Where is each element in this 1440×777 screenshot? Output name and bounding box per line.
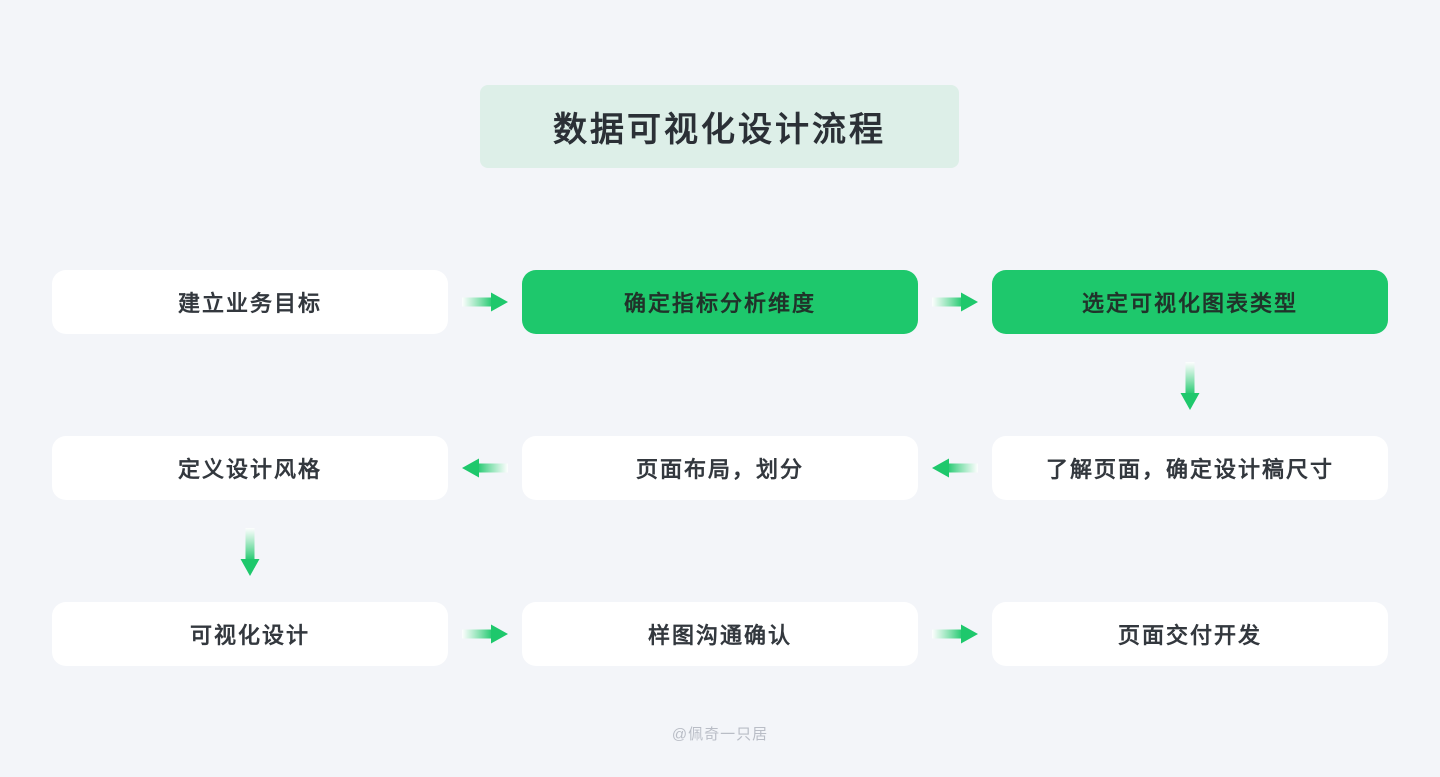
arrow-left-icon: [462, 458, 508, 478]
flow-node-label: 样图沟通确认: [647, 623, 792, 648]
flow-node-label: 建立业务目标: [177, 291, 322, 316]
flow-node-label: 了解页面，确定设计稿尺寸: [1045, 457, 1334, 482]
flow-node-label: 页面交付开发: [1117, 623, 1262, 648]
page-title: 数据可视化设计流程: [480, 85, 959, 168]
flow-node-label: 定义设计风格: [177, 457, 322, 482]
flow-node-page-layout-division: 页面布局，划分: [522, 436, 918, 500]
flow-node-handoff-to-dev: 页面交付开发: [992, 602, 1388, 666]
flow-node-establish-business-goal: 建立业务目标: [52, 270, 448, 334]
flow-node-define-design-style: 定义设计风格: [52, 436, 448, 500]
flow-node-sample-confirmation: 样图沟通确认: [522, 602, 918, 666]
flow-node-define-metric-dimensions: 确定指标分析维度: [522, 270, 918, 334]
arrow-right-icon: [462, 624, 508, 644]
watermark: @佩奇一只居: [671, 726, 769, 743]
flow-node-understand-page-size: 了解页面，确定设计稿尺寸: [992, 436, 1388, 500]
arrow-right-icon: [462, 292, 508, 312]
flow-node-visual-design: 可视化设计: [52, 602, 448, 666]
arrow-down-icon: [1180, 362, 1200, 410]
flow-node-label: 选定可视化图表类型: [1081, 291, 1298, 316]
flow-node-label: 可视化设计: [189, 623, 310, 648]
flow-node-label: 确定指标分析维度: [623, 291, 816, 316]
flow-node-label: 页面布局，划分: [635, 457, 804, 482]
arrow-right-icon: [932, 624, 978, 644]
flow-node-select-chart-types: 选定可视化图表类型: [992, 270, 1388, 334]
page-title-label: 数据可视化设计流程: [553, 111, 886, 149]
arrow-right-icon: [932, 292, 978, 312]
arrow-left-icon: [932, 458, 978, 478]
arrow-down-icon: [240, 528, 260, 576]
